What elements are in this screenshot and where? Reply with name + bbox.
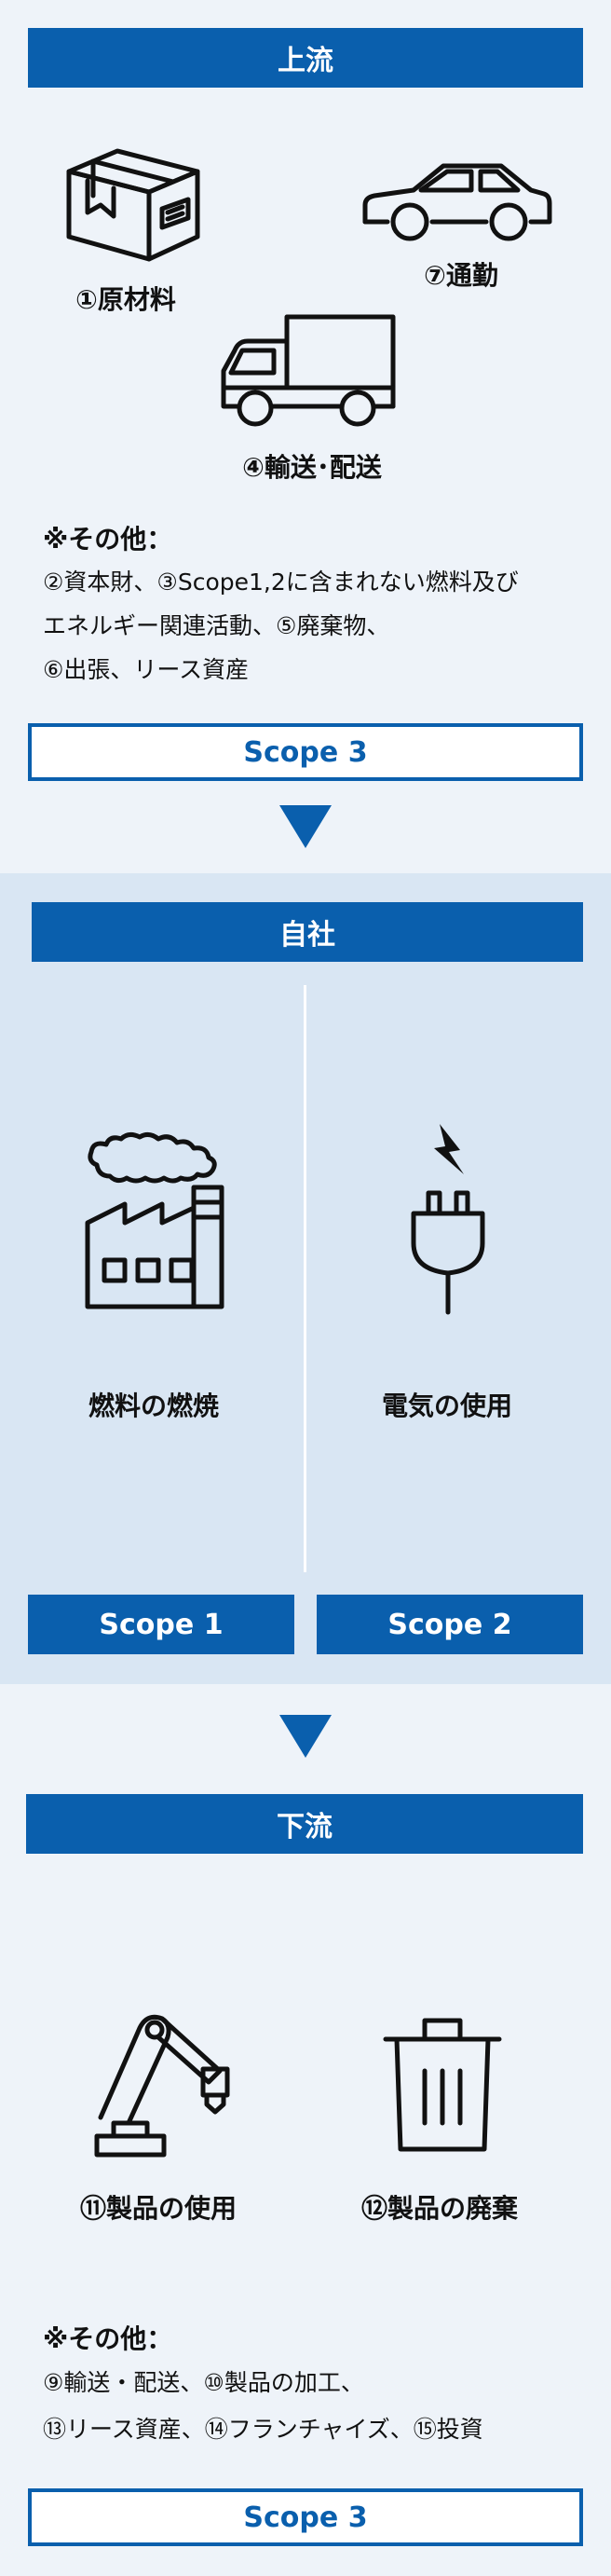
- downstream-note-line: ⑨輸送・配送、⑩製品の加工、: [43, 2369, 364, 2396]
- arrow-down-icon: [279, 1715, 332, 1758]
- truck-icon: [221, 314, 396, 427]
- factory-icon: [85, 1131, 224, 1309]
- downstream-note-line: ⑬リース資産、⑭フランチャイズ、⑮投資: [43, 2416, 483, 2443]
- plug-icon: [411, 1124, 485, 1315]
- arrow-down-icon: [279, 805, 332, 848]
- robot-arm-icon: [94, 2014, 230, 2158]
- scope2-box: Scope 2: [317, 1595, 583, 1654]
- upstream-note-line: エネルギー関連活動、⑤廃棄物、: [43, 612, 390, 639]
- upstream-note-title: ※その他：: [43, 524, 173, 555]
- upstream-commute-label: ⑦通勤: [424, 260, 498, 291]
- company-fuel-label: 燃料の燃焼: [88, 1391, 219, 1421]
- downstream-disposal-label: ⑫製品の廃棄: [360, 2193, 518, 2224]
- upstream-note-line: ⑥出張、リース資産: [43, 656, 250, 683]
- downstream-scope3-box: Scope 3: [28, 2488, 583, 2546]
- trash-icon: [383, 2018, 502, 2152]
- company-divider: [304, 985, 306, 1572]
- downstream-note-title: ※その他：: [43, 2323, 173, 2354]
- company-electricity-label: 電気の使用: [381, 1391, 512, 1421]
- scope1-box: Scope 1: [28, 1595, 294, 1654]
- car-icon: [362, 163, 552, 241]
- upstream-transport-label: ④輸送･配送: [242, 452, 382, 483]
- box-icon: [66, 148, 200, 262]
- upstream-scope3-box: Scope 3: [28, 723, 583, 781]
- downstream-use-label: ⑪製品の使用: [79, 2193, 237, 2224]
- upstream-header: 上流: [28, 28, 583, 88]
- company-header: 自社: [32, 902, 583, 962]
- downstream-header: 下流: [26, 1794, 583, 1854]
- upstream-note-line: ②資本財、③Scope1,2に含まれない燃料及び: [43, 569, 519, 596]
- upstream-materials-label: ①原材料: [75, 284, 176, 315]
